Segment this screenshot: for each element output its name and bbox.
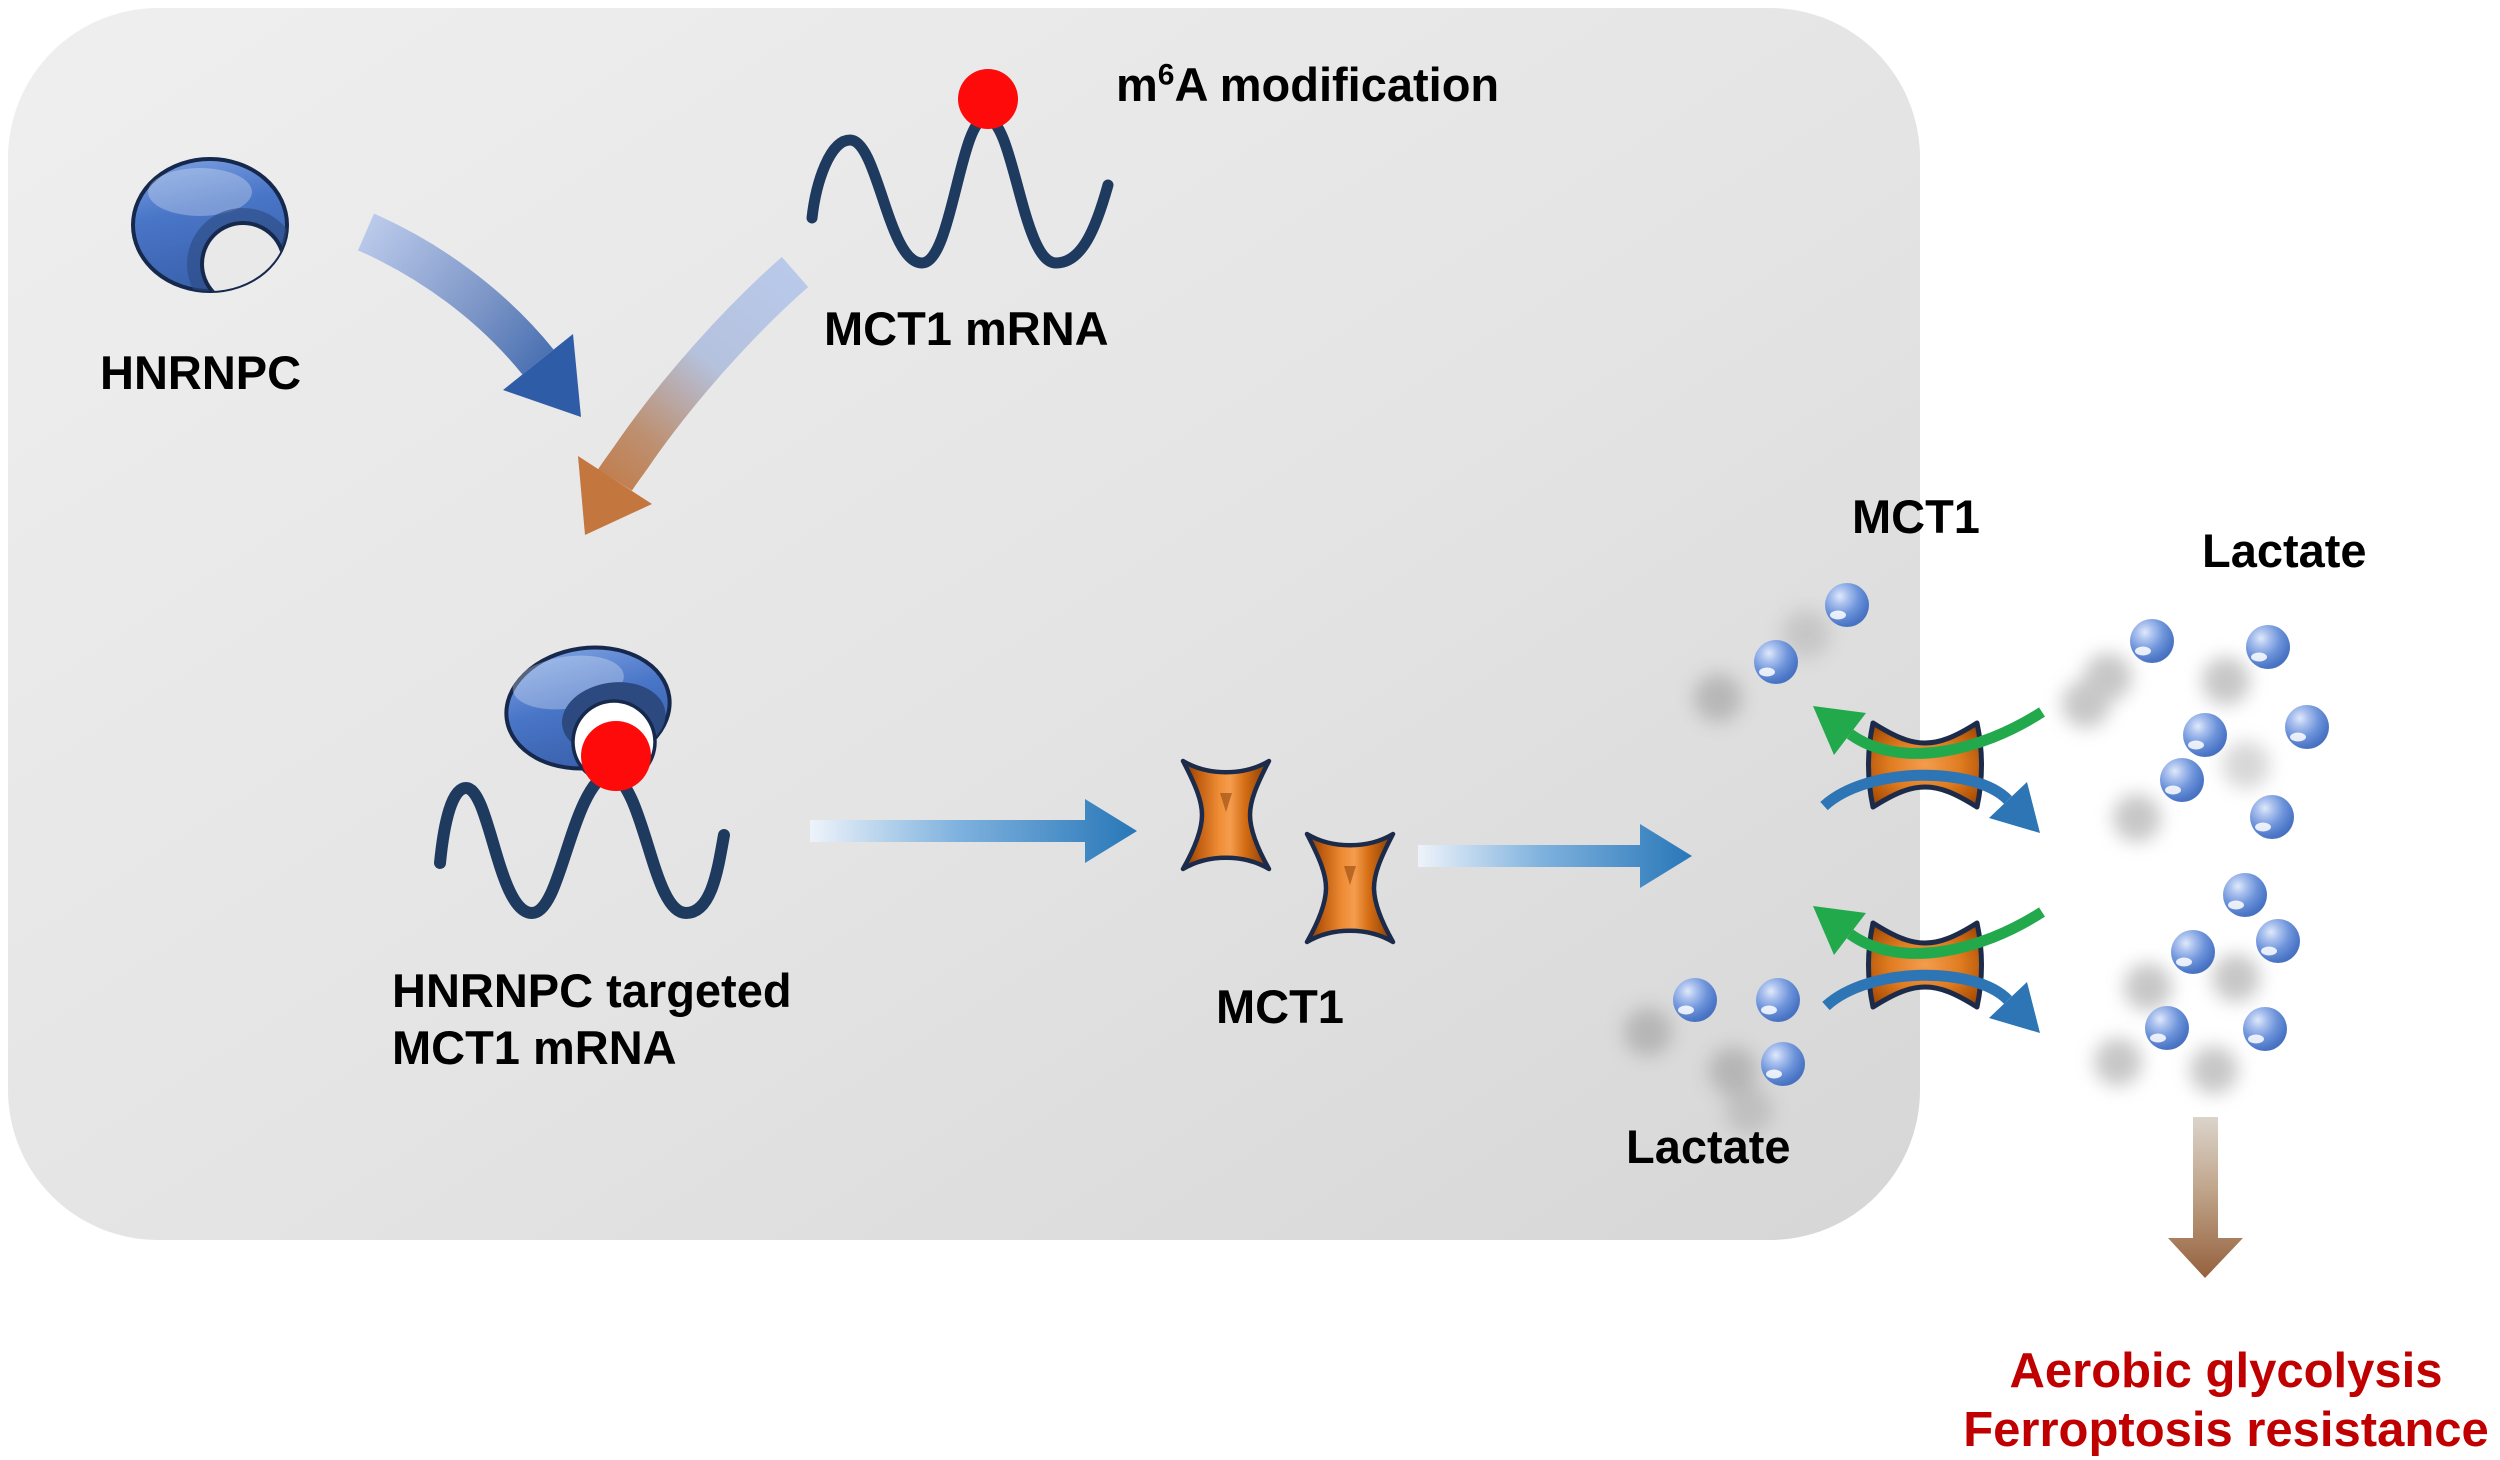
cancer-cell-body <box>8 8 1920 1240</box>
lactate-inside-label-text: Lactate <box>1626 1120 1791 1173</box>
m6a-modification-label: m6A modification <box>1116 58 1499 112</box>
outcome-arrow <box>2168 1117 2243 1278</box>
m6a-sup-text: 6 <box>1157 58 1175 92</box>
outcome-line1: Aerobic glycolysis <box>2009 1344 2443 1398</box>
m6a-base-text: m <box>1116 58 1158 111</box>
efflux-arrow-blue <box>1820 769 2040 1033</box>
translation-arrow <box>810 799 1137 863</box>
targeted-mrna-line1: HNRNPC targeted <box>392 964 792 1017</box>
lactate-outside-label: Lactate <box>2202 524 2367 578</box>
outcome-label: Aerobic glycolysis Ferroptosis resistanc… <box>1940 1342 2500 1460</box>
hnrnpc-protein-icon <box>131 157 289 293</box>
m6a-dot-icon <box>958 69 1018 129</box>
hourglass-mark <box>1344 866 1356 885</box>
hnrnpc-label: HNRNPC <box>100 346 301 400</box>
mct1-mrna-wave-icon <box>806 112 1114 269</box>
mct1-membrane-label: MCT1 <box>1852 490 1980 544</box>
mct1-mrna-label-text: MCT1 mRNA <box>824 302 1109 355</box>
hnrnpc-merge-arrow <box>357 213 581 417</box>
mct1-hourglass-icon <box>1180 758 1396 945</box>
influx-arrow-green <box>1813 706 2045 959</box>
mrna-merge-arrow <box>578 256 809 535</box>
lactate-inside-label: Lactate <box>1626 1120 1791 1174</box>
m6a-dot-icon <box>581 721 651 791</box>
lactate-outside-label-text: Lactate <box>2202 524 2367 577</box>
targeted-mrna-wave-icon <box>434 765 730 920</box>
outcome-line2: Ferroptosis resistance <box>1963 1403 2489 1457</box>
mct1-membrane-label-text: MCT1 <box>1852 490 1980 543</box>
hnrnpc-label-text: HNRNPC <box>100 346 302 399</box>
mct1-protein-label: MCT1 <box>1216 980 1344 1034</box>
trafficking-arrow <box>1418 824 1692 888</box>
mct1-mrna-label: MCT1 mRNA <box>824 302 1109 356</box>
targeted-mrna-label: HNRNPC targeted MCT1 mRNA <box>392 962 792 1076</box>
targeted-mrna-line2: MCT1 mRNA <box>392 1021 677 1074</box>
hourglass-mark <box>1220 793 1232 812</box>
mct1-protein-label-text: MCT1 <box>1216 980 1344 1033</box>
m6a-rest-text: A modification <box>1174 58 1500 111</box>
